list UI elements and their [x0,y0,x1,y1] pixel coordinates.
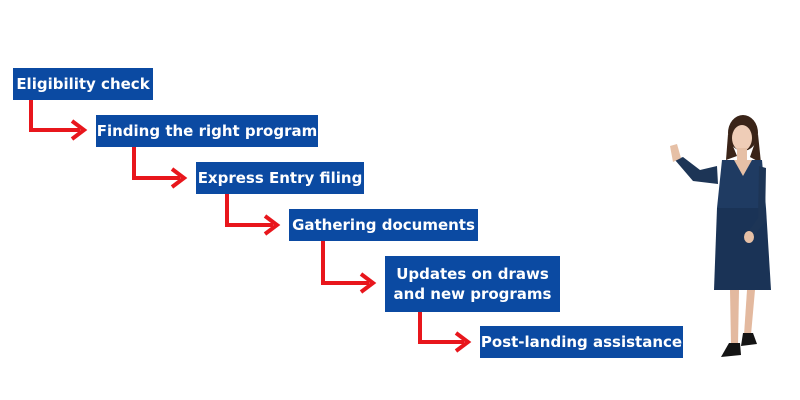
step-updates-draws-programs: Updates on draws and new programs [385,256,560,312]
arrow-step1-to-step2 [29,100,80,132]
arrowhead-icon [263,214,281,236]
raised-arm [675,157,718,184]
arrow-step2-to-step3 [132,147,180,180]
step-label: Eligibility check [16,75,150,93]
left-shoe [721,343,741,357]
face [732,125,752,151]
lowered-arm [748,166,766,238]
arrow-step3-to-step4 [225,194,273,227]
step-finding-right-program: Finding the right program [96,115,318,147]
lowered-hand [744,231,754,243]
arrowhead-icon [70,119,88,141]
step-label-line1: Updates on draws [396,265,549,283]
arrowhead-icon [170,167,188,189]
step-label: Finding the right program [96,122,318,140]
step-post-landing-assistance: Post-landing assistance [480,326,683,358]
step-label: Express Entry filing [197,169,363,187]
raised-hand [670,144,681,162]
neck [737,148,747,160]
step-eligibility-check: Eligibility check [13,68,153,100]
step-label: Post-landing assistance [480,333,683,351]
arrowhead-icon [359,272,377,294]
arrow-step4-to-step5 [321,241,369,285]
arrow-step5-to-step6 [418,312,464,344]
step-label: Gathering documents [292,216,475,234]
left-leg [730,290,739,345]
step-label-line2: and new programs [393,285,552,303]
step-express-entry-filing: Express Entry filing [196,162,364,194]
step-gathering-documents: Gathering documents [289,209,478,241]
right-leg [744,290,755,335]
dress-top [717,160,766,208]
arrowhead-icon [454,331,472,353]
right-shoe [741,333,757,346]
